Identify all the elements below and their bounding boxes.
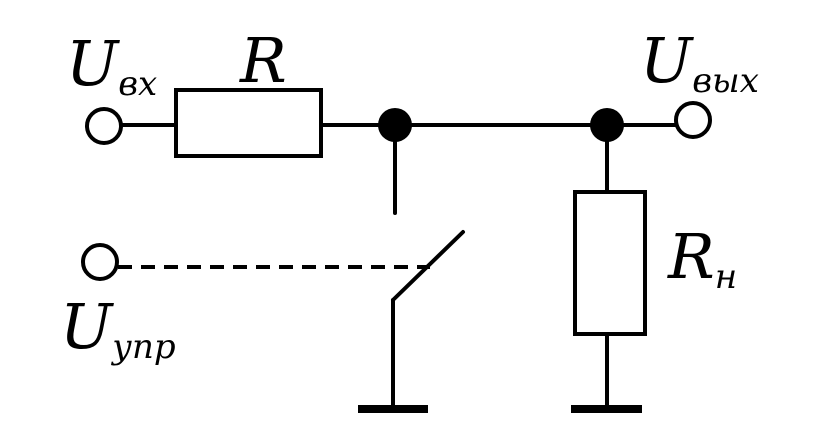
load-resistor — [573, 190, 647, 336]
label-load-resistor: Rн — [667, 220, 737, 297]
label-output-voltage: Uвых — [640, 24, 759, 101]
label-resistor: R — [239, 24, 287, 97]
control-terminal — [81, 243, 119, 281]
input-terminal — [85, 107, 123, 145]
label-control-voltage: Uупр — [60, 290, 176, 367]
resistor-r — [174, 88, 323, 158]
label-input-voltage: Uвх — [66, 27, 157, 104]
output-terminal — [674, 101, 712, 139]
